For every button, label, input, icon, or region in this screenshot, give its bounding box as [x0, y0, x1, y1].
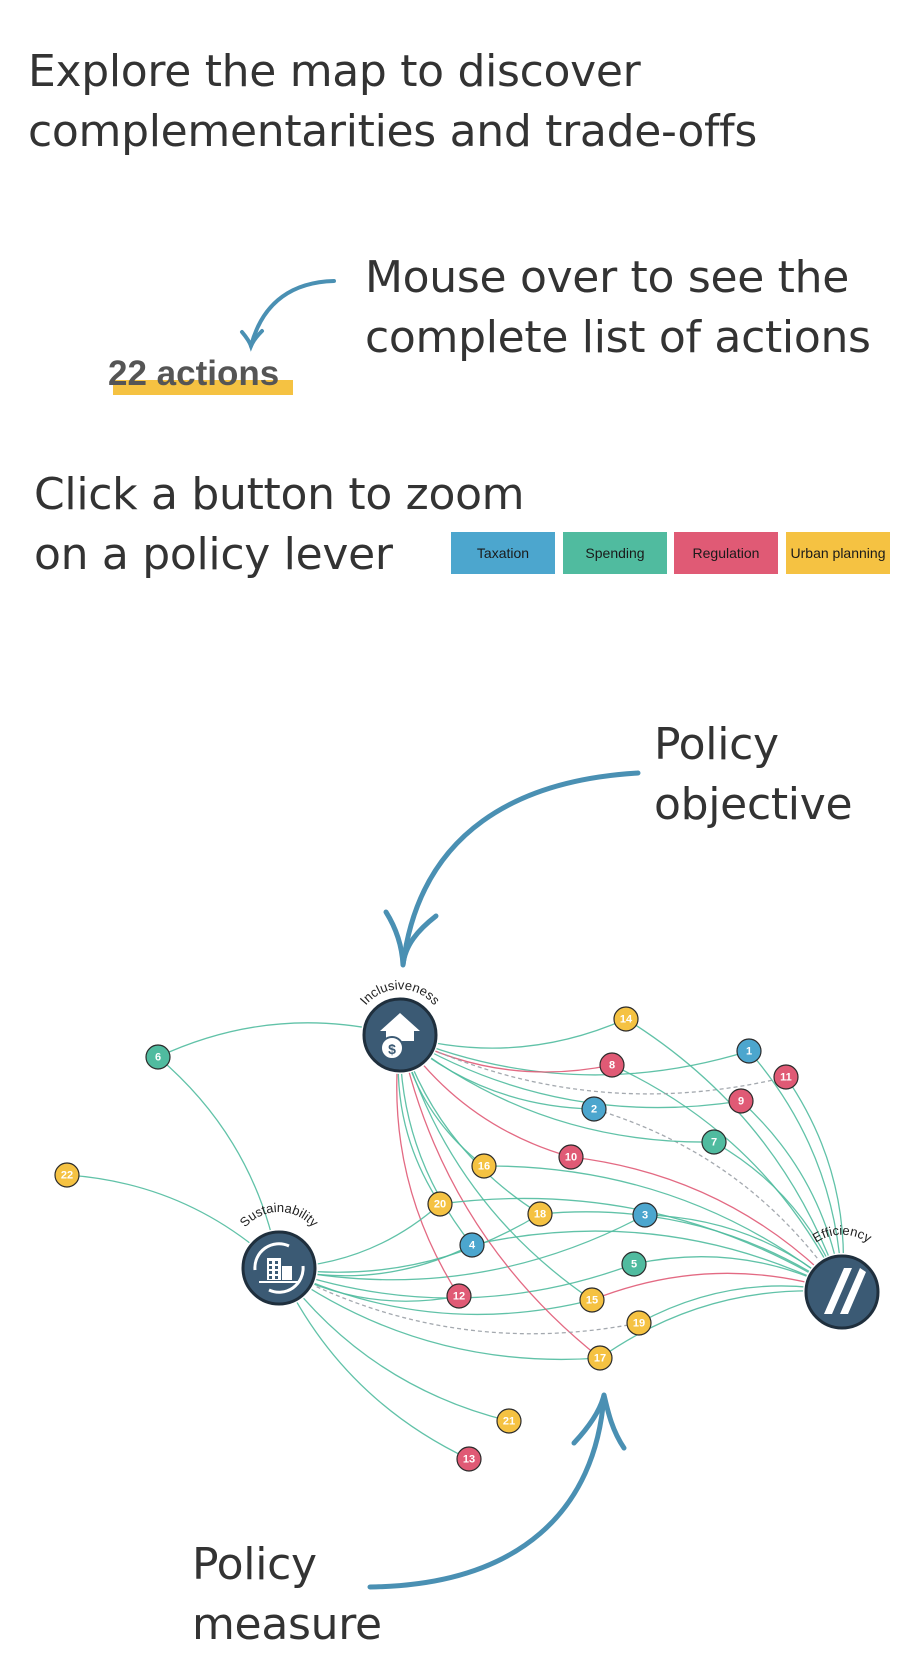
- measure-node-14[interactable]: 14: [613, 1006, 639, 1032]
- link-17-inclusiveness: [399, 1034, 601, 1359]
- taxation-button[interactable]: Taxation: [451, 532, 555, 574]
- link-13-sustainability: [278, 1267, 470, 1460]
- measure-node-3[interactable]: 3: [632, 1202, 658, 1228]
- measure-label-12: 12: [453, 1291, 465, 1303]
- measure-label-18: 18: [534, 1209, 546, 1221]
- measure-node-9[interactable]: 9: [728, 1088, 754, 1114]
- objective-annotation-line2: objective: [654, 779, 853, 830]
- measure-node-19[interactable]: 19: [626, 1310, 652, 1336]
- measure-node-11[interactable]: 11: [773, 1064, 799, 1090]
- hover-hint-line2: complete list of actions: [365, 312, 871, 363]
- measure-node-10[interactable]: 10: [558, 1144, 584, 1170]
- intro-title-line2: complementarities and trade-offs: [28, 106, 757, 157]
- zoom-hint-line2: on a policy lever: [34, 529, 393, 580]
- measure-label-15: 15: [586, 1295, 598, 1307]
- link-19-sustainability: [278, 1267, 640, 1335]
- measure-node-21[interactable]: 21: [496, 1408, 522, 1434]
- link-15-sustainability: [278, 1267, 593, 1316]
- road-lanes-icon: [824, 1268, 866, 1314]
- measure-node-7[interactable]: 7: [701, 1129, 727, 1155]
- measure-label-10: 10: [565, 1152, 577, 1164]
- measure-label-1: 1: [746, 1046, 752, 1058]
- objective-node-sustainability[interactable]: Sustainability: [237, 1200, 322, 1307]
- link-2-efficiency: [593, 1108, 843, 1293]
- measure-node-5[interactable]: 5: [621, 1251, 647, 1277]
- measure-label-7: 7: [711, 1137, 717, 1149]
- measure-node-20[interactable]: 20: [427, 1191, 453, 1217]
- link-3-sustainability: [278, 1214, 646, 1281]
- house-money-icon: $: [380, 1013, 420, 1060]
- measure-node-4[interactable]: 4: [459, 1232, 485, 1258]
- objective-annotation-line1: Policy: [654, 719, 779, 770]
- actions-count-label[interactable]: 22 actions: [108, 354, 280, 393]
- objective-label-sustainability: Sustainability: [237, 1200, 322, 1230]
- link-18-efficiency: [539, 1211, 843, 1293]
- measure-node-8[interactable]: 8: [599, 1052, 625, 1078]
- measure-label-19: 19: [633, 1318, 645, 1330]
- measure-label-17: 17: [594, 1353, 606, 1365]
- measure-label-9: 9: [738, 1096, 744, 1108]
- zoom-hint-line1: Click a button to zoom: [34, 469, 525, 520]
- link-12-inclusiveness: [396, 1034, 460, 1297]
- measure-label-3: 3: [642, 1210, 648, 1222]
- intro-title-line1: Explore the map to discover: [28, 46, 641, 97]
- link-4-efficiency: [471, 1230, 843, 1293]
- link-9-inclusiveness: [399, 1034, 742, 1109]
- measure-node-2[interactable]: 2: [581, 1096, 607, 1122]
- link-16-efficiency: [483, 1165, 843, 1293]
- measure-label-13: 13: [463, 1454, 475, 1466]
- measure-annotation-line2: measure: [192, 1599, 382, 1650]
- regulation-button[interactable]: Regulation: [674, 532, 778, 574]
- measure-label-16: 16: [478, 1161, 490, 1173]
- svg-text:$: $: [388, 1041, 396, 1057]
- measure-node-13[interactable]: 13: [456, 1446, 482, 1472]
- link-11-inclusiveness: [399, 1034, 787, 1095]
- measure-label-20: 20: [434, 1199, 446, 1211]
- measure-label-6: 6: [155, 1052, 161, 1064]
- measure-node-17[interactable]: 17: [587, 1345, 613, 1371]
- objective-node-efficiency[interactable]: Efficiency: [803, 1223, 881, 1331]
- measure-node-6[interactable]: 6: [145, 1044, 171, 1070]
- objective-node-inclusiveness[interactable]: Inclusiveness$: [357, 977, 444, 1074]
- actions-annotation-arrow: [240, 279, 336, 352]
- measure-label-22: 22: [61, 1170, 73, 1182]
- measure-node-15[interactable]: 15: [579, 1287, 605, 1313]
- measure-label-21: 21: [503, 1416, 515, 1428]
- measure-node-22[interactable]: 22: [54, 1162, 80, 1188]
- urban-planning-button[interactable]: Urban planning: [786, 532, 890, 574]
- city-recycle-icon: [253, 1242, 305, 1294]
- hover-hint-line1: Mouse over to see the: [365, 252, 849, 303]
- measure-label-5: 5: [631, 1259, 637, 1271]
- measure-node-1[interactable]: 1: [736, 1038, 762, 1064]
- measure-node-16[interactable]: 16: [471, 1153, 497, 1179]
- actions-highlight: [113, 380, 293, 395]
- link-1-inclusiveness: [399, 1034, 750, 1076]
- objective-annotation-arrow: [383, 770, 641, 968]
- network-links: [66, 1018, 845, 1460]
- measure-annotation-arrow: [367, 1392, 627, 1590]
- link-17-sustainability: [278, 1267, 601, 1361]
- measure-label-11: 11: [780, 1072, 792, 1084]
- objective-label-efficiency: Efficiency: [810, 1223, 875, 1246]
- measure-annotation-line1: Policy: [192, 1539, 317, 1590]
- measure-label-4: 4: [469, 1240, 476, 1252]
- measure-label-14: 14: [620, 1014, 633, 1026]
- spending-button[interactable]: Spending: [563, 532, 667, 574]
- link-10-efficiency: [570, 1156, 843, 1293]
- link-8-efficiency: [611, 1064, 843, 1293]
- measure-node-12[interactable]: 12: [446, 1283, 472, 1309]
- measure-label-8: 8: [609, 1060, 615, 1072]
- link-14-efficiency: [625, 1018, 843, 1293]
- measure-label-2: 2: [591, 1104, 597, 1116]
- measure-node-18[interactable]: 18: [527, 1201, 553, 1227]
- link-7-inclusiveness: [399, 1034, 715, 1143]
